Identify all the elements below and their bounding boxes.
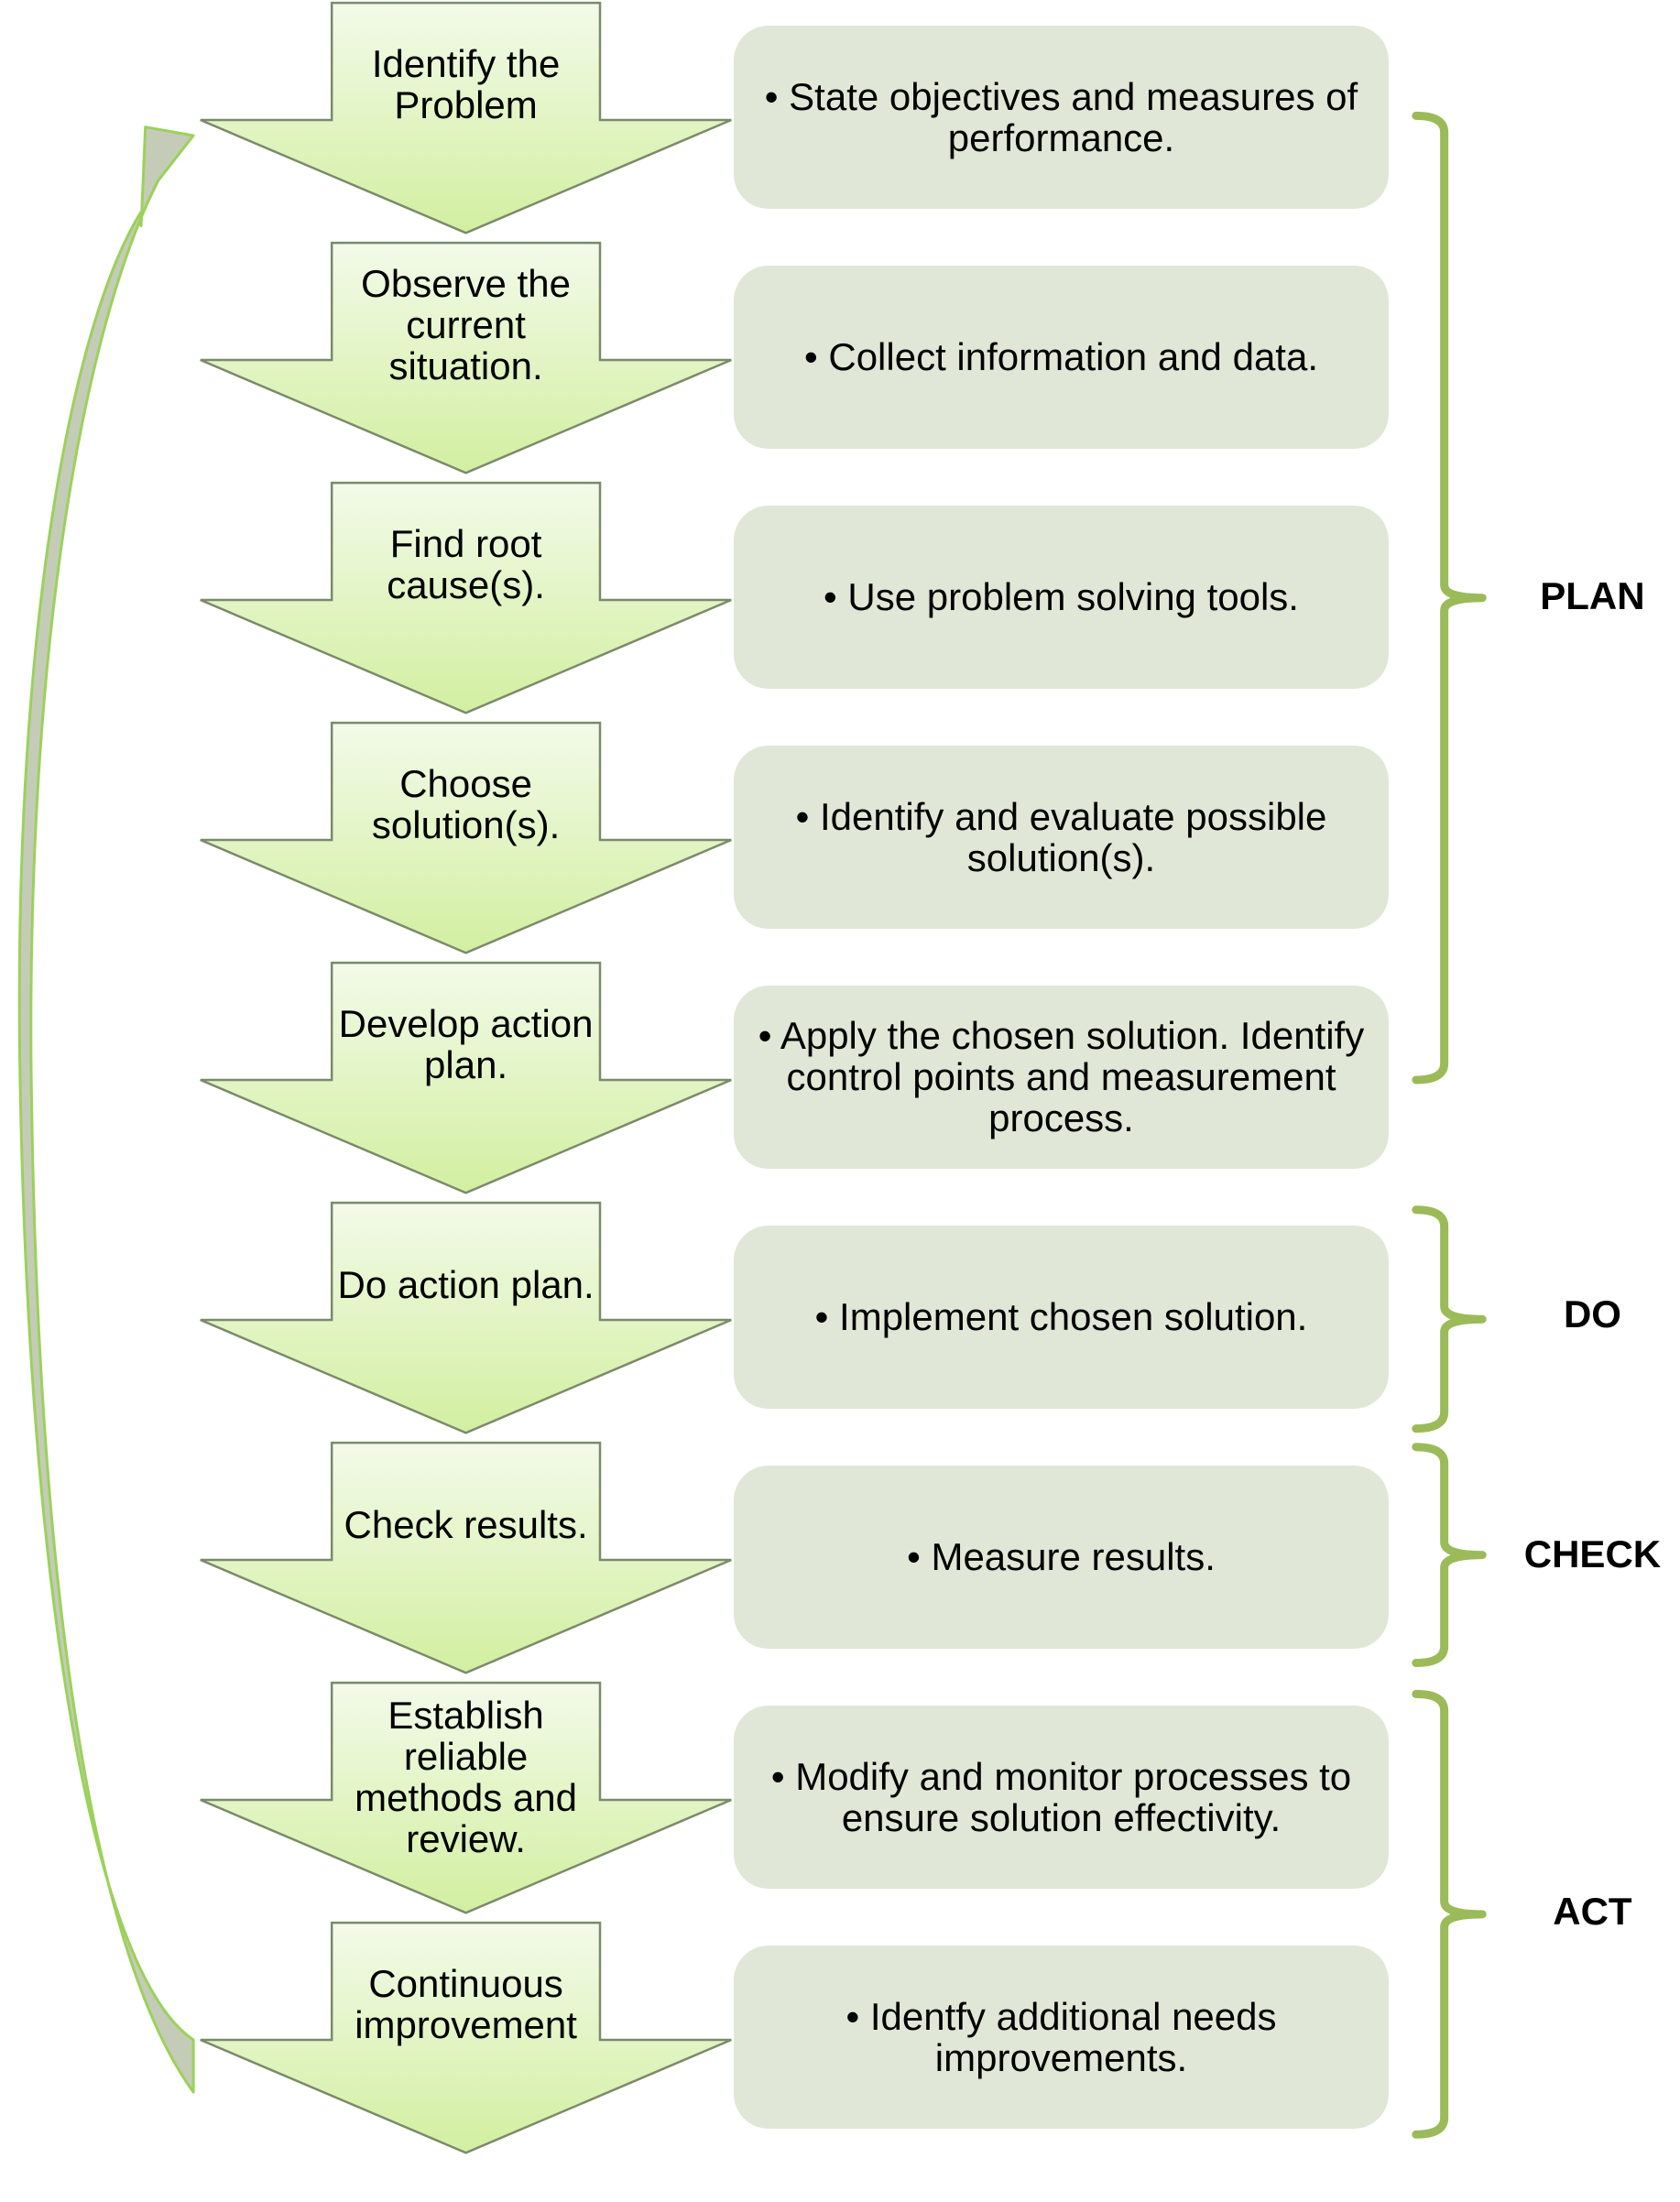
brace-check: [1412, 1443, 1487, 1668]
step-6-description: • Implement chosen solution.: [814, 1295, 1308, 1339]
step-6-arrow-shape: [200, 1201, 732, 1434]
step-3-description-box: • Use problem solving tools.: [734, 505, 1389, 689]
phase-act-label: ACT: [1553, 1890, 1632, 1934]
step-9-description-box: • Identfy additional needs improvements.: [734, 1945, 1389, 2129]
step-5-arrow-shape: [200, 961, 732, 1194]
step-1-arrow-shape: [200, 1, 732, 234]
step-7-description-box: • Measure results.: [734, 1465, 1389, 1649]
step-9-arrow-shape: [200, 1921, 732, 2154]
step-4-description: • Identify and evaluate possible solutio…: [795, 794, 1327, 879]
step-3-label: Find root cause(s).: [387, 522, 545, 607]
step-8-label: Establish reliable methods and review.: [355, 1694, 577, 1861]
step-7-description: • Measure results.: [907, 1535, 1216, 1579]
phase-plan-label: PLAN: [1540, 573, 1645, 617]
step-4-arrow-shape: [200, 721, 732, 954]
step-3-arrow-shape: [200, 481, 732, 714]
step-2-description-box: • Collect information and data.: [734, 265, 1389, 449]
step-9-label: Continuous improvement: [355, 1962, 577, 2047]
step-7-label: Check results.: [344, 1502, 588, 1546]
step-6-description-box: • Implement chosen solution.: [734, 1225, 1389, 1409]
step-8-description-box: • Modify and monitor processes to ensure…: [734, 1705, 1389, 1889]
step-2-label: Observe the current situation.: [361, 261, 571, 387]
step-3-description: • Use problem solving tools.: [824, 575, 1299, 619]
step-8-description: • Modify and monitor processes to ensure…: [770, 1754, 1352, 1839]
brace-act: [1412, 1689, 1487, 2139]
step-5-description: • Apply the chosen solution. Identify co…: [758, 1014, 1365, 1140]
step-5-label: Develop action plan.: [338, 1002, 594, 1087]
step-1-description-box: • State objectives and measures of perfo…: [734, 25, 1389, 209]
step-8-arrow-shape: [200, 1681, 732, 1914]
step-4-description-box: • Identify and evaluate possible solutio…: [734, 745, 1389, 929]
step-9-description: • Identfy additional needs improvements.: [845, 1994, 1277, 2079]
brace-do: [1412, 1205, 1487, 1433]
step-1-label: Identify the Problem: [371, 42, 561, 127]
step-7-arrow-shape: [200, 1441, 732, 1674]
phase-do-label: DO: [1563, 1292, 1621, 1336]
step-4-label: Choose solution(s).: [371, 762, 561, 847]
step-5-description-box: • Apply the chosen solution. Identify co…: [734, 985, 1389, 1169]
step-2-arrow-shape: [200, 241, 732, 474]
loop-back-arrow: [17, 125, 195, 2094]
brace-plan: [1412, 111, 1487, 1085]
phase-check-label: CHECK: [1523, 1532, 1662, 1576]
step-2-description: • Collect information and data.: [803, 335, 1318, 379]
step-1-description: • State objectives and measures of perfo…: [764, 74, 1358, 159]
step-6-label: Do action plan.: [337, 1262, 595, 1306]
